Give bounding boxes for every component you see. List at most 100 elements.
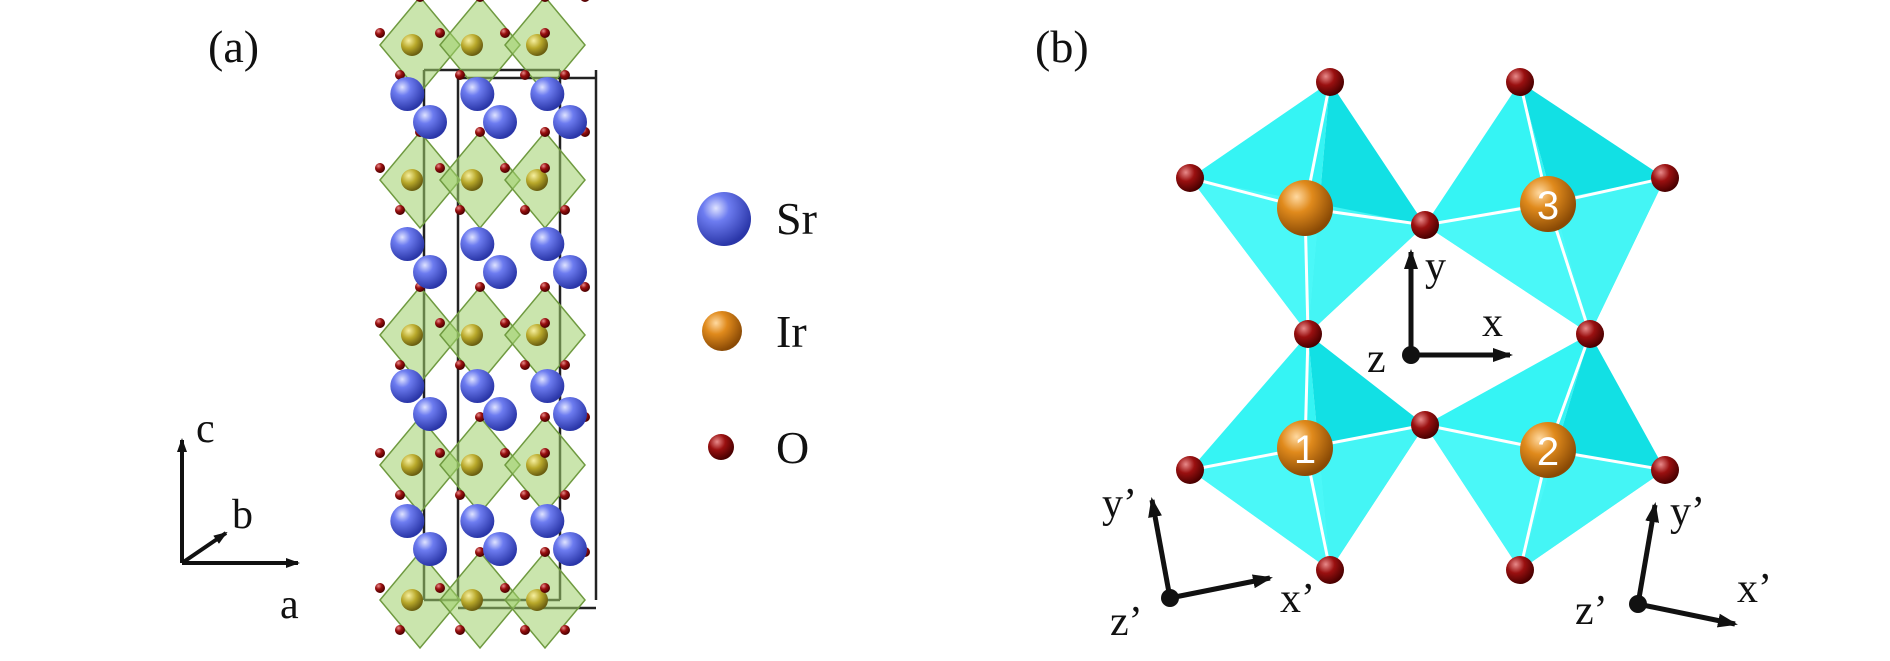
oxygen-atom: [395, 70, 405, 80]
strontium-atom: [460, 369, 495, 403]
local-y-label: y: [1425, 244, 1446, 290]
panel-b: (b): [1035, 21, 1772, 645]
left-x-prime-label: x’: [1280, 576, 1315, 622]
strontium-atom: [413, 105, 447, 139]
left-y-prime-label: y’: [1102, 481, 1137, 527]
iridium-atom-2: [1520, 422, 1576, 478]
oxygen-atom: [540, 28, 550, 38]
oxygen-atom: [455, 625, 465, 635]
iridium-atom: [526, 324, 548, 346]
oxygen-atom: [416, 0, 424, 2]
strontium-atom: [483, 105, 517, 139]
strontium-atom: [483, 397, 517, 431]
rotated-axes-left: y’ x’ z’: [1102, 481, 1315, 645]
iridium-number-1: 1: [1294, 428, 1316, 472]
octahedron-top-left: [1189, 81, 1426, 335]
oxygen-atom: [1651, 456, 1679, 484]
lattice-axes: c b a: [177, 406, 300, 628]
oxygen-atom: [520, 205, 530, 215]
b-axis-arrow: [180, 531, 228, 565]
oxygen-atom: [435, 448, 445, 458]
iridium-atom: [401, 324, 423, 346]
oxygen-atom: [395, 625, 405, 635]
legend-sr-label: Sr: [776, 193, 817, 244]
oxygen-atom: [475, 127, 485, 137]
right-z-prime-label: z’: [1575, 588, 1608, 634]
local-z-label: z: [1367, 336, 1386, 382]
left-z-prime-label: z’: [1110, 599, 1143, 645]
strontium-atom: [460, 504, 495, 538]
oxygen-atom: [375, 583, 385, 593]
strontium-atom: [390, 504, 425, 538]
iridium-atom: [526, 169, 548, 191]
oxygen-atom: [520, 360, 530, 370]
left-origin-dot: [1161, 589, 1179, 607]
oxygen-atom: [560, 70, 570, 80]
legend-o-label: O: [776, 422, 809, 473]
oxygen-atom: [540, 282, 550, 292]
iridium-atom: [526, 34, 548, 56]
strontium-atom: [413, 397, 447, 431]
iridium-atom: [1277, 180, 1333, 236]
oxygen-atom: [435, 583, 445, 593]
oxygen-atom: [455, 205, 465, 215]
oxygen-atom: [1411, 411, 1439, 439]
left-x-prime-arrow: [1169, 574, 1273, 601]
oxygen-atom: [540, 583, 550, 593]
oxygen-atom: [455, 490, 465, 500]
iridium-number-2: 2: [1537, 430, 1559, 474]
oxygen-atom: [540, 318, 550, 328]
crystal-structure: [375, 0, 598, 650]
oxygen-atom: [541, 0, 549, 2]
strontium-atom: [553, 255, 587, 289]
iridium-atom: [461, 454, 483, 476]
strontium-atom: [553, 105, 587, 139]
strontium-atom: [413, 532, 447, 566]
iridium-atom: [461, 34, 483, 56]
legend-ir-label: Ir: [776, 306, 807, 357]
strontium-atom: [553, 532, 587, 566]
right-x-prime-label: x’: [1737, 566, 1772, 612]
oxygen-atom: [540, 448, 550, 458]
oxygen-atom: [540, 547, 550, 557]
strontium-atom: [413, 255, 447, 289]
strontium-atom: [390, 369, 425, 403]
local-axes: y x z: [1367, 244, 1513, 382]
rotated-axes-right: y’ x’ z’: [1575, 489, 1772, 634]
legend-sr-sphere: [697, 192, 751, 246]
right-y-prime-label: y’: [1670, 489, 1705, 535]
strontium-atom: [553, 397, 587, 431]
oxygen-atom: [435, 28, 445, 38]
oxygen-atom: [455, 360, 465, 370]
oxygen-atom: [1576, 320, 1604, 348]
oxygen-atom: [455, 70, 465, 80]
panel-b-label: (b): [1035, 21, 1089, 72]
oxygen-atom: [476, 0, 484, 2]
oxygen-atom: [500, 163, 510, 173]
iridium-atom-1: [1277, 420, 1333, 476]
oxygen-atom: [375, 448, 385, 458]
iridium-atom: [461, 169, 483, 191]
oxygen-atom: [1176, 164, 1204, 192]
oxygen-atom: [500, 448, 510, 458]
iridium-atom-3: [1520, 176, 1576, 232]
oxygen-atom: [1316, 68, 1344, 96]
right-x-prime-arrow: [1637, 601, 1738, 628]
iridium-atom: [401, 454, 423, 476]
oxygen-atom: [520, 490, 530, 500]
oxygen-atom: [1294, 320, 1322, 348]
local-x-label: x: [1482, 300, 1503, 346]
oxygen-atom: [540, 412, 550, 422]
oxygen-atom: [1506, 68, 1534, 96]
oxygen-atom: [560, 205, 570, 215]
oxygen-atom: [435, 318, 445, 328]
legend-o-sphere: [708, 434, 734, 460]
strontium-atom: [530, 504, 565, 538]
oxygen-atom: [1411, 211, 1439, 239]
strontium-atom: [530, 369, 565, 403]
oxygen-atom: [500, 318, 510, 328]
oxygen-atom: [1316, 556, 1344, 584]
iridium-number-3: 3: [1537, 184, 1559, 228]
oxygen-atom: [1506, 556, 1534, 584]
oxygen-atom: [560, 360, 570, 370]
